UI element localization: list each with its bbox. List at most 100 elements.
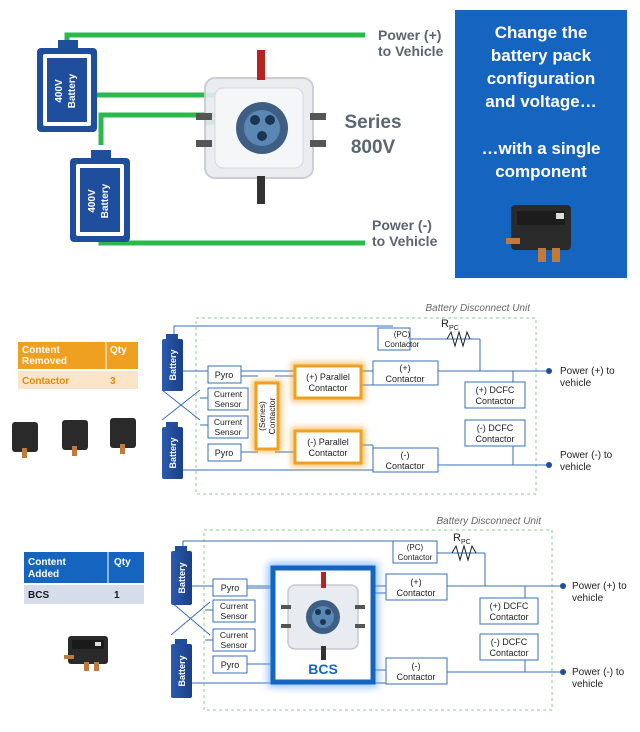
d1-out-neg-2: vehicle [560,462,592,473]
svg-text:Contactor: Contactor [489,648,528,658]
svg-text:(-): (-) [412,661,421,671]
callout-box: Change the battery pack configuration an… [455,10,627,278]
d2-table-header-qty: Qty [114,557,131,568]
d2-battery-bottom-label: Battery [177,655,187,686]
d2-battery-top-label: Battery [177,562,187,593]
svg-text:Contactor: Contactor [475,396,514,406]
svg-text:Contactor: Contactor [267,397,277,434]
d1-bdu-boundary [195,317,537,495]
d2-table-row-item: BCS [28,590,49,601]
svg-text:Sensor: Sensor [221,611,248,621]
svg-text:Contactor: Contactor [308,448,347,458]
d1-neg-contactor: (-) Contactor [372,447,439,473]
d1-table: Content Removed Qty Contactor 3 [18,342,138,389]
d2-pyro-bottom: Pyro [212,655,248,674]
battery-top-1-label-2: Battery [67,73,78,108]
svg-text:Contactor: Contactor [396,588,435,598]
svg-text:(PC): (PC) [407,543,424,552]
svg-text:(-) Parallel: (-) Parallel [307,437,349,447]
diagram2: Battery Disconnect Unit Content Added Qt… [24,516,627,711]
battery-top-1-label: 400V [54,79,65,103]
svg-text:Current: Current [220,601,249,611]
svg-text:(-) DCFC: (-) DCFC [491,637,528,647]
d2-bcs-label: BCS [308,661,338,677]
d2-table-header-content-1: Content [28,557,66,568]
d2-out-neg-2: vehicle [572,679,604,690]
svg-text:Contactor: Contactor [489,612,528,622]
battery-top-2: 400V Battery [70,150,130,242]
callout-line3: configuration [487,69,596,88]
d2-pos-dcfc-contactor: (+) DCFC Contactor [479,597,539,625]
d1-resistor-label: RPC [441,318,459,332]
d2-pc-contactor: (PC) Contactor [392,540,438,564]
d2-resistor-label: RPC [453,532,471,546]
d1-battery-top-label: Battery [168,349,178,380]
d2-pos-contactor: (+) Contactor [385,573,448,601]
d2-table: Content Added Qty BCS 1 [24,552,144,604]
callout-line5: …with a single [481,139,600,158]
d1-out-pos-2: vehicle [560,378,592,389]
mode-label-line1: Series [344,112,401,133]
d1-table-header-qty: Qty [110,345,127,356]
battery-top-1: 400V Battery [37,40,97,132]
d1-resistor [446,330,471,348]
d2-out-neg-1: Power (-) to [572,667,625,678]
power-neg-label-line2: to Vehicle [372,233,438,249]
d1-battery-bottom-label: Battery [168,437,178,468]
callout-line1: Change the [495,23,588,42]
d1-table-row-qty: 3 [110,376,116,387]
d2-neg-dcfc-contactor: (-) DCFC Contactor [479,633,539,661]
svg-text:Pyro: Pyro [221,583,240,593]
d2-resistor [451,544,477,562]
d2-current-sensor-bottom: Current Sensor [212,628,256,652]
power-neg-label-line1: Power (-) [372,217,432,233]
callout-line6: component [495,162,587,181]
d1-out-pos-1: Power (+) to [560,366,615,377]
svg-text:(-) DCFC: (-) DCFC [477,423,514,433]
d1-output-pos-node [546,368,552,374]
d1-battery-bottom: Battery [162,422,183,479]
d2-pyro-top: Pyro [212,578,248,597]
d2-battery-top: Battery [171,546,192,605]
d2-neg-contactor: (-) Contactor [385,657,448,685]
svg-text:Current: Current [220,630,249,640]
d1-pos-parallel-contactor: (+) Parallel Contactor [291,362,365,402]
d1-table-header-content-1: Content [22,345,60,356]
d1-current-sensor-top: Current Sensor [207,387,249,411]
svg-text:Contactor: Contactor [385,461,424,471]
svg-text:Sensor: Sensor [215,399,242,409]
svg-text:Pyro: Pyro [215,448,234,458]
power-pos-label-line2: to Vehicle [378,43,444,59]
bcs-component-top [196,50,326,204]
d2-output-pos-node [560,583,566,589]
d2-table-row-qty: 1 [114,590,120,601]
d1-pos-dcfc-contactor: (+) DCFC Contactor [464,381,526,409]
d1-pc-contactor: (PC) Contactor [377,327,420,351]
svg-text:(-): (-) [401,450,410,460]
product-image-callout [506,205,571,262]
d1-neg-parallel-contactor: (-) Parallel Contactor [291,427,365,467]
svg-text:Pyro: Pyro [221,660,240,670]
mode-label-line2: 800V [351,137,396,158]
d1-neg-dcfc-contactor: (-) DCFC Contactor [464,419,526,447]
d1-output-neg-node [546,462,552,468]
d1-series-contactor: (Series) Contactor [252,380,282,452]
d1-pyro-top: Pyro [207,365,242,384]
top-panel: 400V Battery 400V Battery [37,10,627,278]
svg-text:Contactor: Contactor [398,553,433,562]
svg-text:(+): (+) [399,363,410,373]
svg-text:Current: Current [214,389,243,399]
callout-line4: and voltage… [485,92,596,111]
d1-current-sensor-bottom: Current Sensor [207,415,249,439]
d2-bcs-box: BCS [268,563,378,687]
svg-text:Contactor: Contactor [308,383,347,393]
svg-text:Sensor: Sensor [215,427,242,437]
d1-pyro-bottom: Pyro [207,443,242,462]
battery-top-2-label-2: Battery [100,183,111,218]
d2-bcs-image [64,636,108,671]
svg-text:(+) DCFC: (+) DCFC [490,601,529,611]
d1-out-neg-1: Power (-) to [560,450,613,461]
power-pos-label-line1: Power (+) [378,27,441,43]
svg-text:Pyro: Pyro [215,370,234,380]
